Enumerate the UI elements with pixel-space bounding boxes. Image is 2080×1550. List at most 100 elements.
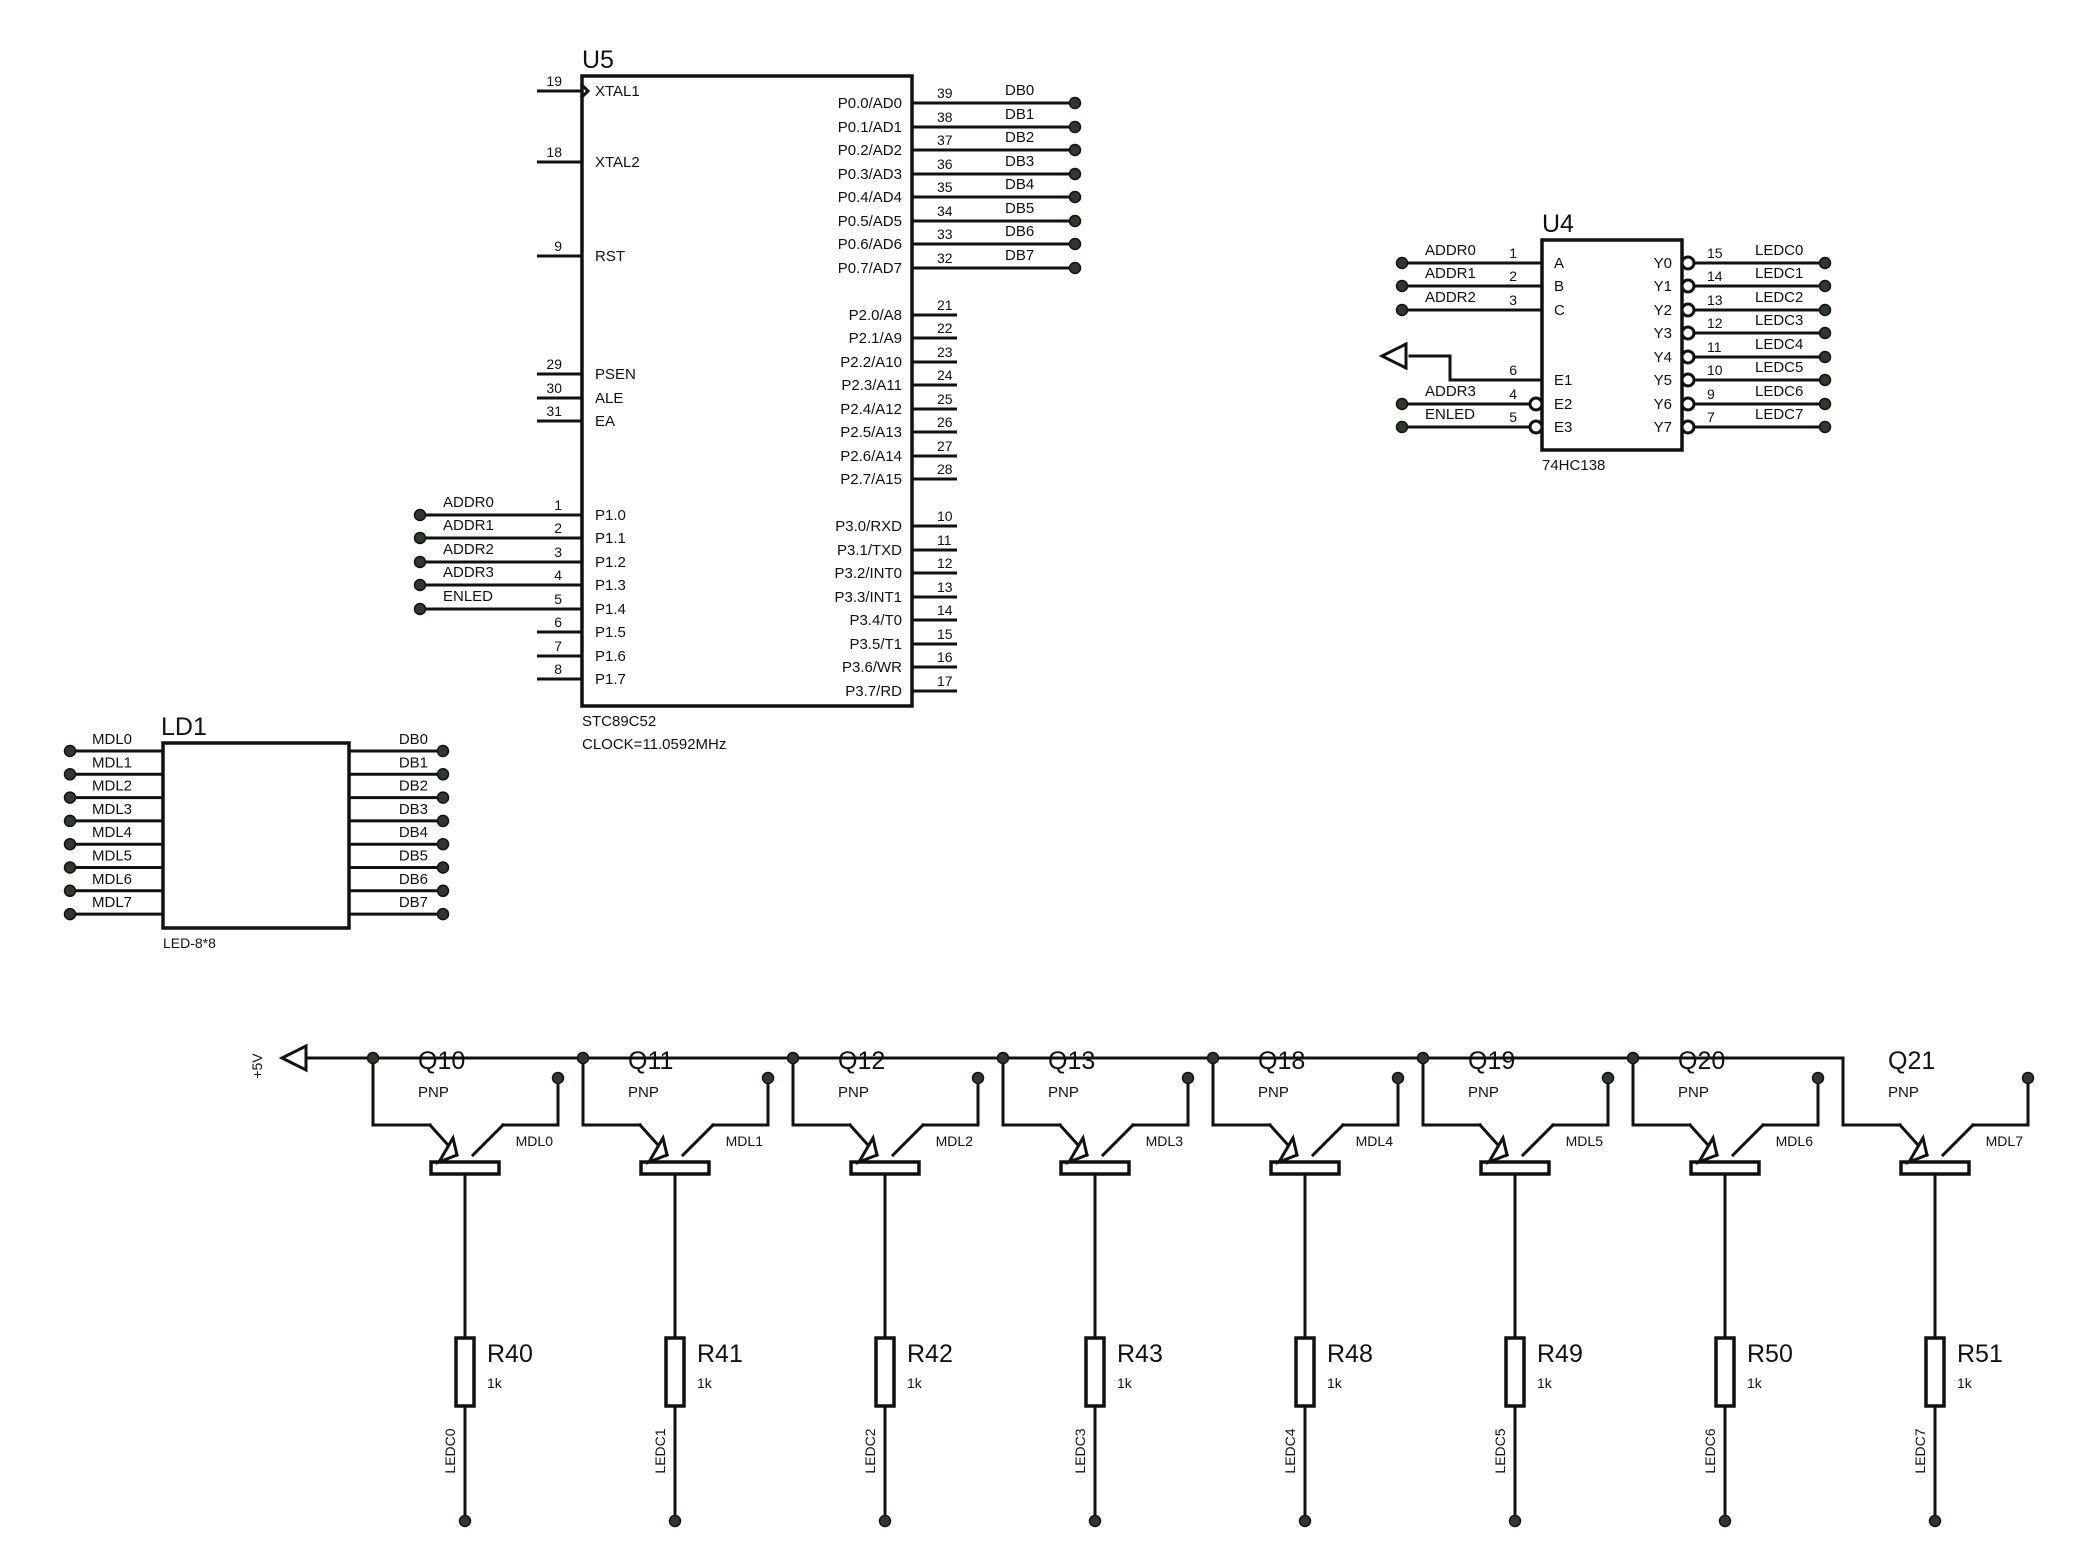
rail-junction[interactable] <box>1206 1051 1220 1065</box>
net-terminal-ADDR3[interactable] <box>413 578 427 592</box>
net-terminal-DB4[interactable] <box>1068 190 1082 204</box>
net-label-ADDR0: ADDR0 <box>1425 242 1476 259</box>
mcu-clock: CLOCK=11.0592MHz <box>582 736 726 753</box>
net-terminal-ADDR2[interactable] <box>1395 303 1409 317</box>
net-terminal-MDL5[interactable] <box>1601 1071 1615 1085</box>
decoder-body[interactable] <box>1540 238 1684 452</box>
decoder-pin-number: 6 <box>1509 362 1517 378</box>
mcu-body[interactable] <box>580 74 914 708</box>
mcu-pin-name-P2.4/A12: P2.4/A12 <box>840 401 902 418</box>
net-terminal-MDL7[interactable] <box>2021 1071 2035 1085</box>
net-terminal-DB3[interactable] <box>1068 167 1082 181</box>
net-terminal-LEDC2[interactable] <box>1818 303 1832 317</box>
net-terminal-LEDC4[interactable] <box>1818 350 1832 364</box>
net-terminal-DB6[interactable] <box>1068 237 1082 251</box>
mcu-pin-number: 13 <box>937 579 953 595</box>
net-terminal-MDL7[interactable] <box>63 907 77 921</box>
net-terminal-LEDC7[interactable] <box>1928 1514 1942 1528</box>
net-terminal-MDL2[interactable] <box>971 1071 985 1085</box>
net-terminal-LEDC2[interactable] <box>878 1514 892 1528</box>
decoder-pin-number: 5 <box>1509 409 1517 425</box>
pnp-driver-array[interactable]: +5VMDL0Q10PNPR401kLEDC0MDL1Q11PNPR411kLE… <box>249 1043 2035 1528</box>
mcu-pin-number: 34 <box>937 203 953 219</box>
net-terminal-ADDR1[interactable] <box>413 531 427 545</box>
net-terminal-LEDC6[interactable] <box>1718 1514 1732 1528</box>
net-terminal-DB7[interactable] <box>1068 261 1082 275</box>
net-terminal-MDL5[interactable] <box>63 861 77 874</box>
net-terminal-DB4[interactable] <box>436 837 450 851</box>
decoder-pin-number: 3 <box>1509 292 1517 308</box>
net-terminal-DB6[interactable] <box>436 884 450 898</box>
net-terminal-MDL0[interactable] <box>551 1071 565 1085</box>
net-terminal-ADDR2[interactable] <box>413 555 427 569</box>
net-terminal-MDL0[interactable] <box>63 744 77 758</box>
net-terminal-LEDC5[interactable] <box>1508 1514 1522 1528</box>
net-terminal-LEDC0[interactable] <box>458 1514 472 1528</box>
decoder-pin-number: 15 <box>1707 245 1723 261</box>
net-terminal-MDL4[interactable] <box>63 837 77 851</box>
rail-junction[interactable] <box>576 1051 590 1065</box>
led-matrix-body[interactable] <box>161 741 351 930</box>
net-terminal-DB0[interactable] <box>436 744 450 758</box>
rail-junction[interactable] <box>786 1051 800 1065</box>
net-terminal-MDL1[interactable] <box>63 768 77 781</box>
collector-lead <box>680 1122 716 1158</box>
rail-junction[interactable] <box>366 1051 380 1065</box>
net-terminal-LEDC7[interactable] <box>1818 420 1832 434</box>
mcu-pin-name-P2.1/A9: P2.1/A9 <box>849 330 902 347</box>
net-label-ENLED: ENLED <box>443 588 493 605</box>
mcu-u5[interactable]: U5STC89C52CLOCK=11.0592MHz19XTAL118XTAL2… <box>413 46 1082 753</box>
net-terminal-LEDC4[interactable] <box>1298 1514 1312 1528</box>
resistor-ref: R42 <box>907 1340 953 1368</box>
net-terminal-DB7[interactable] <box>436 907 450 921</box>
net-terminal-LEDC6[interactable] <box>1818 397 1832 411</box>
net-terminal-MDL6[interactable] <box>63 884 77 898</box>
net-terminal-MDL3[interactable] <box>1181 1071 1195 1085</box>
net-label-DB3: DB3 <box>1005 153 1034 170</box>
net-terminal-MDL4[interactable] <box>1391 1071 1405 1085</box>
rail-junction[interactable] <box>1626 1051 1640 1065</box>
net-terminal-LEDC3[interactable] <box>1088 1514 1102 1528</box>
net-terminal-DB1[interactable] <box>1068 120 1082 134</box>
decoder-u4[interactable]: U474HC1381AADDR02BADDR13CADDR26E14E2ADDR… <box>1378 210 1832 474</box>
collector-lead <box>470 1122 506 1158</box>
net-terminal-DB2[interactable] <box>436 791 450 804</box>
mcu-pin-number: 19 <box>546 73 562 89</box>
net-terminal-MDL2[interactable] <box>63 791 77 804</box>
net-terminal-DB2[interactable] <box>1068 143 1082 157</box>
power-port-arrow <box>1378 341 1408 371</box>
net-terminal-ENLED[interactable] <box>1395 420 1409 434</box>
net-terminal-DB5[interactable] <box>1068 214 1082 228</box>
mcu-pin-number: 15 <box>937 626 953 642</box>
net-terminal-LEDC1[interactable] <box>668 1514 682 1528</box>
net-terminal-MDL3[interactable] <box>63 814 77 828</box>
net-terminal-ENLED[interactable] <box>413 602 427 616</box>
net-terminal-ADDR1[interactable] <box>1395 279 1409 293</box>
net-terminal-DB3[interactable] <box>436 814 450 828</box>
net-terminal-LEDC1[interactable] <box>1818 279 1832 293</box>
net-terminal-DB0[interactable] <box>1068 96 1082 110</box>
net-terminal-LEDC0[interactable] <box>1818 256 1832 270</box>
net-terminal-LEDC5[interactable] <box>1818 373 1832 387</box>
net-terminal-LEDC3[interactable] <box>1818 326 1832 340</box>
rail-junction[interactable] <box>1416 1051 1430 1065</box>
net-terminal-ADDR0[interactable] <box>1395 256 1409 270</box>
net-terminal-DB1[interactable] <box>436 768 450 781</box>
net-label-MDL0: MDL0 <box>516 1133 554 1149</box>
net-terminal-DB5[interactable] <box>436 861 450 874</box>
rail-junction[interactable] <box>996 1051 1010 1065</box>
net-terminal-ADDR3[interactable] <box>1395 397 1409 411</box>
resistor-ref: R48 <box>1327 1340 1373 1368</box>
net-terminal-MDL6[interactable] <box>1811 1071 1825 1085</box>
net-terminal-MDL1[interactable] <box>761 1071 775 1085</box>
net-terminal-ADDR0[interactable] <box>413 508 427 522</box>
